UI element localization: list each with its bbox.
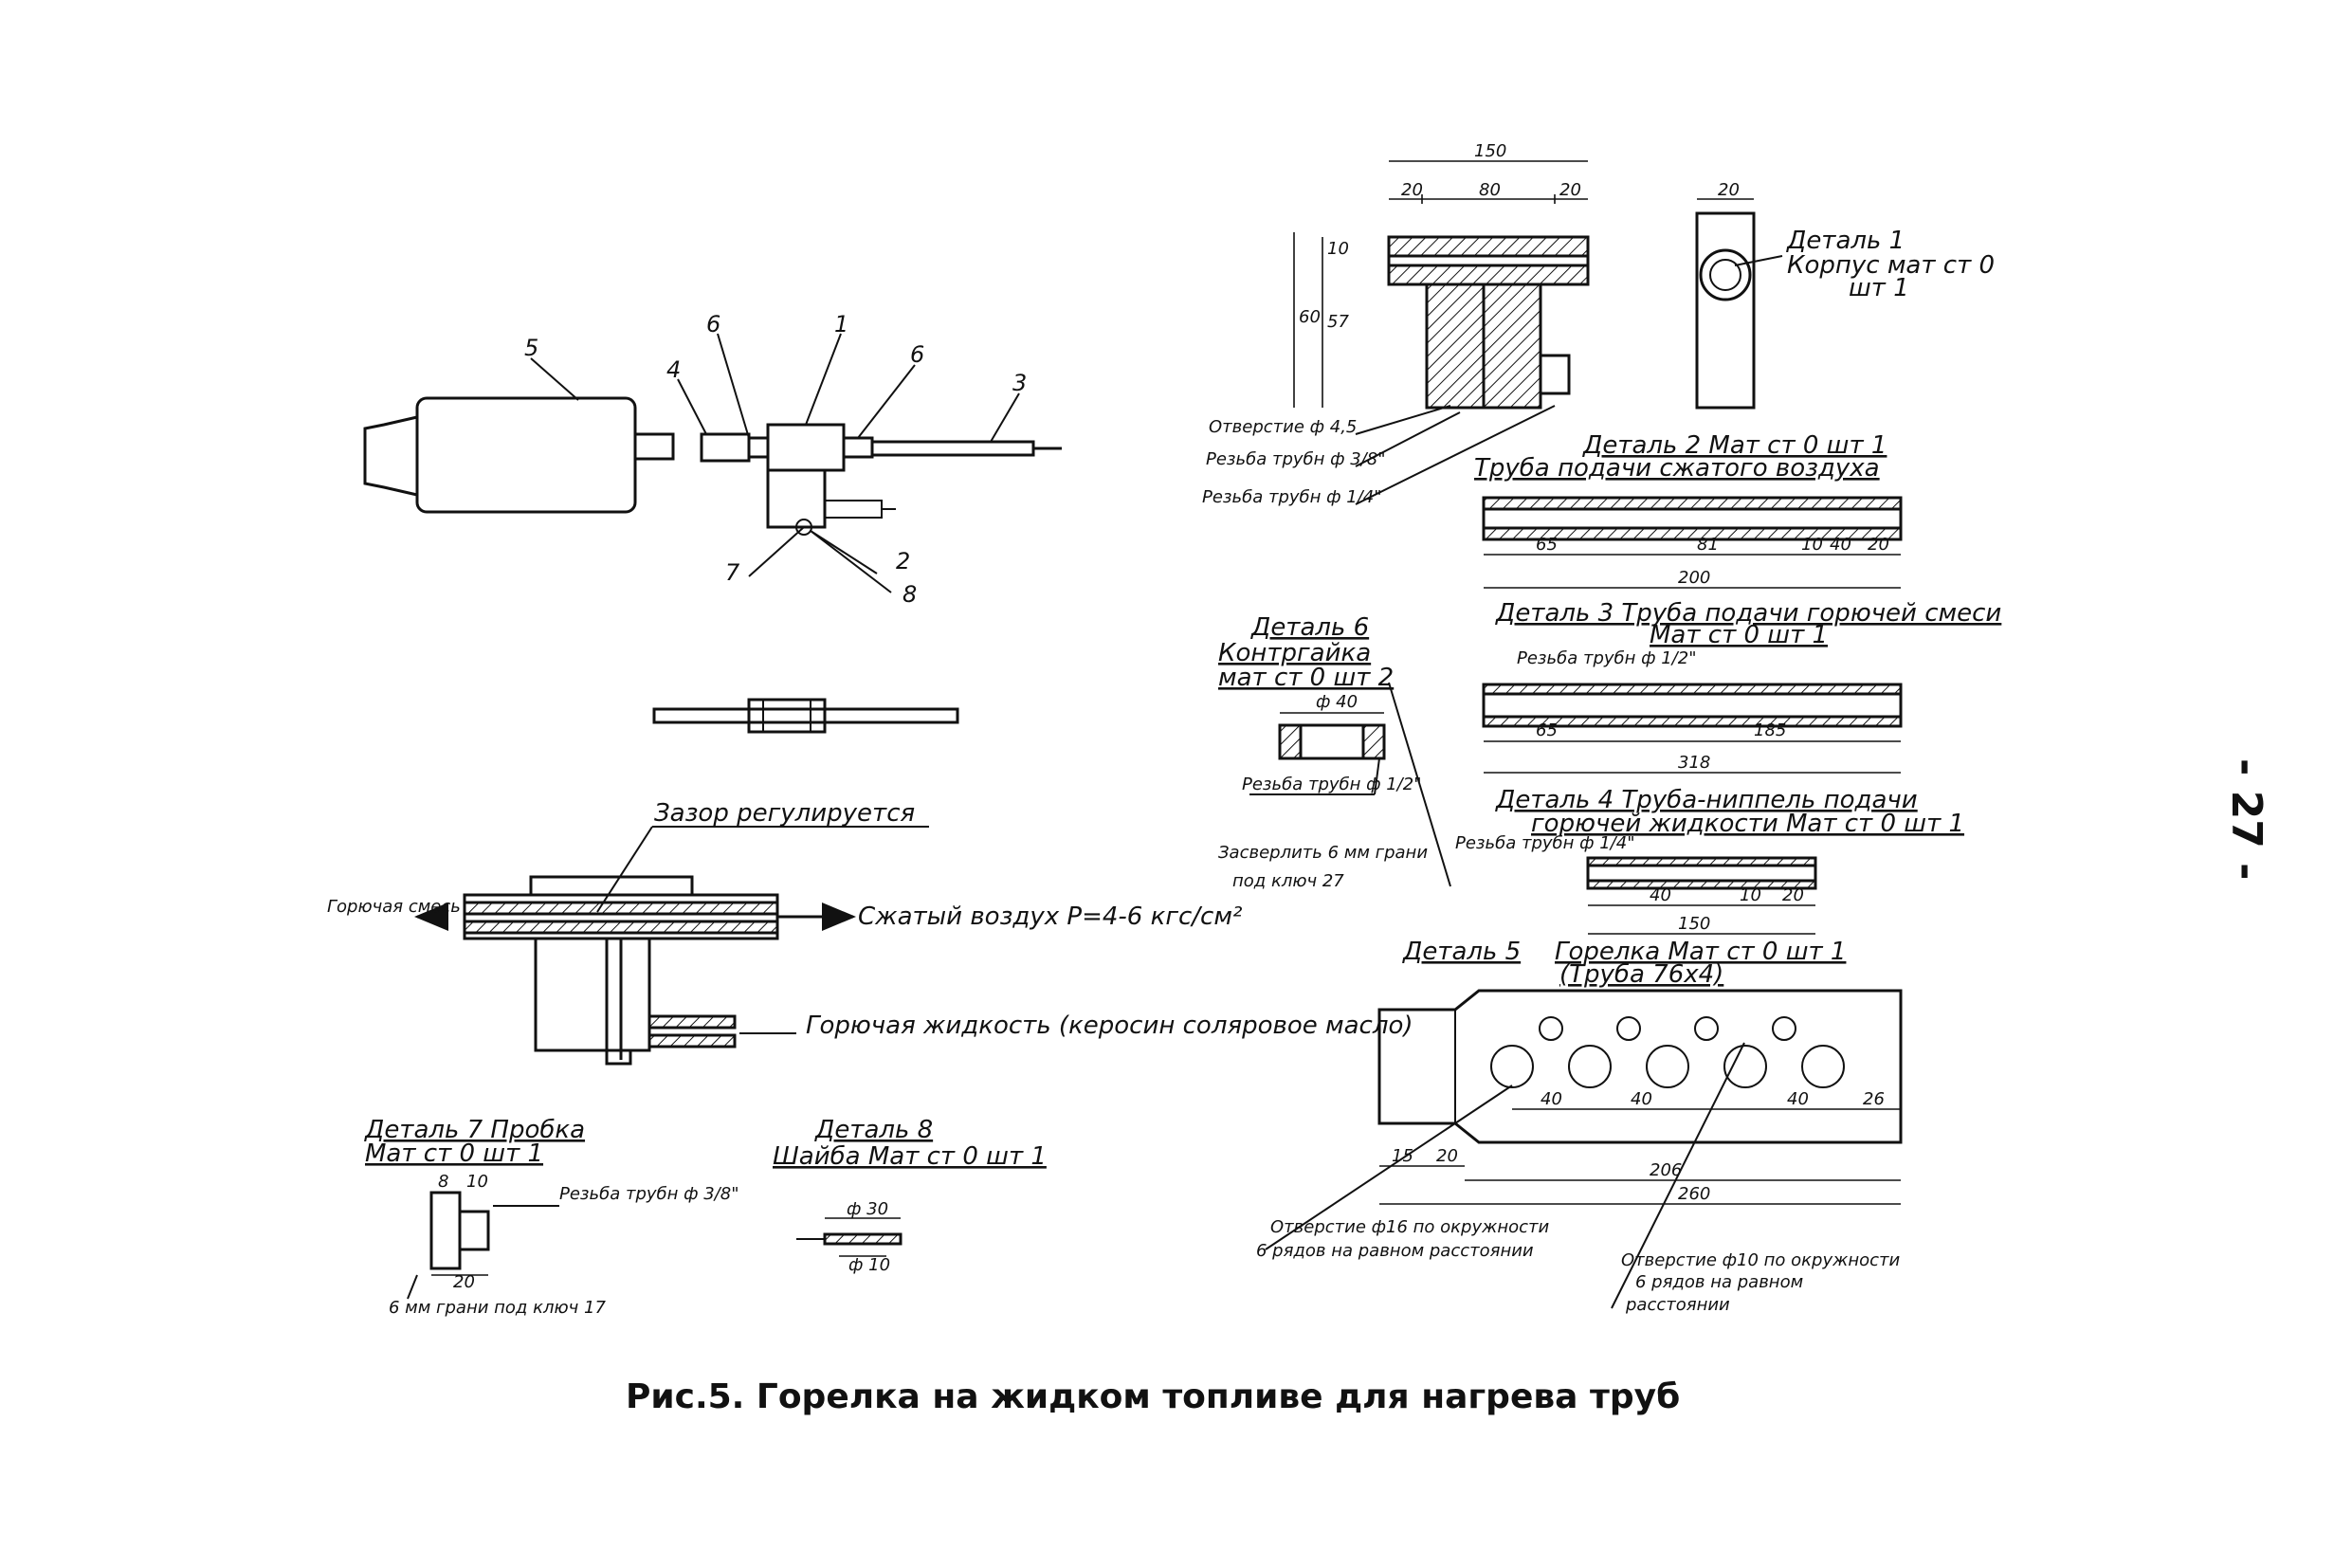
d1-dim-20c: 20 — [1718, 180, 1740, 200]
detail-8-title: Деталь 8 — [814, 1116, 933, 1144]
d1-dim-60: 60 — [1299, 307, 1321, 327]
assembly-side-view — [652, 698, 959, 734]
detail-7-subtitle: Мат ст 0 шт 1 — [365, 1140, 543, 1168]
detail-3-subtitle: Мат ст 0 шт 1 — [1650, 621, 1828, 649]
d5-dim-40b: 40 — [1631, 1089, 1652, 1109]
d2-dim-20: 20 — [1868, 535, 1889, 555]
d7-dim-20: 20 — [453, 1272, 475, 1292]
detail-6: Деталь 6 Контргайка мат ст 0 шт 2 ф 40 Р… — [1218, 613, 1451, 891]
d1-dim-20a: 20 — [1401, 180, 1423, 200]
callout-3: 3 — [1012, 370, 1027, 396]
page-number: - 27 - — [2222, 758, 2270, 880]
d1-dim-57: 57 — [1327, 312, 1349, 332]
d7-dim-10: 10 — [466, 1172, 488, 1192]
d2-dim-10: 10 — [1801, 535, 1823, 555]
callout-1: 1 — [834, 311, 848, 337]
d5-dim-20: 20 — [1436, 1146, 1458, 1166]
gap-label: Зазор регулируется — [654, 799, 915, 828]
d8-dim-10: ф 10 — [848, 1255, 890, 1275]
d1-dim-80: 80 — [1479, 180, 1501, 200]
d2-dim-40: 40 — [1830, 535, 1851, 555]
d2-dim-65: 65 — [1536, 535, 1558, 555]
d1-note-hole: Отверстие ф 4,5 — [1209, 417, 1357, 437]
d3-dim-65: 65 — [1536, 720, 1558, 740]
d3-dim-318: 318 — [1678, 753, 1710, 773]
d6-note2: Засверлить 6 мм грани — [1218, 843, 1428, 863]
detail-1-line2: Корпус мат ст 0 — [1787, 251, 1995, 280]
detail-1: 150 20 80 20 10 60 57 20 Деталь 1 Корпус… — [1202, 141, 1995, 507]
detail-1-title: Деталь 1 — [1786, 227, 1905, 255]
detail-5-title: Деталь 5 — [1402, 938, 1521, 966]
d3-note: Резьба трубн ф 1/2" — [1517, 648, 1696, 668]
figure-caption: Рис.5. Горелка на жидком топливе для наг… — [626, 1377, 1680, 1416]
detail-5-subtitle: Горелка Мат ст 0 шт 1 — [1555, 938, 1846, 966]
detail-7-title: Деталь 7 Пробка — [364, 1116, 585, 1144]
detail-5-sub2: (Труба 76x4) — [1559, 960, 1723, 989]
callout-2: 2 — [896, 548, 910, 574]
d6-dim-40: ф 40 — [1316, 692, 1358, 712]
d2-dim-81: 81 — [1697, 535, 1719, 555]
detail-6-line2: Контргайка — [1218, 639, 1371, 667]
d1-note-thread2: Резьба трубн ф 1/4" — [1202, 487, 1381, 507]
fuel-label: Горючая жидкость (керосин соляровое масл… — [806, 1012, 1413, 1040]
callout-6b: 6 — [910, 341, 924, 368]
detail-1-line3: шт 1 — [1849, 274, 1909, 302]
detail-5: Деталь 5 Горелка Мат ст 0 шт 1 (Труба 76… — [1256, 938, 1903, 1315]
mixture-label: Горючая смесь — [327, 897, 461, 917]
d1-dim-20b: 20 — [1559, 180, 1581, 200]
d7-dim-8: 8 — [438, 1172, 448, 1192]
d5-dim-40c: 40 — [1787, 1089, 1809, 1109]
d4-note: Резьба трубн ф 1/4" — [1455, 833, 1634, 853]
callout-6: 6 — [706, 311, 720, 337]
d5-note5: расстоянии — [1625, 1295, 1730, 1315]
d4-dim-20: 20 — [1782, 885, 1804, 905]
d6-note1: Резьба трубн ф 1/2" — [1242, 775, 1421, 794]
d5-note3: Отверстие ф10 по окружности — [1621, 1250, 1900, 1270]
d5-note1: Отверстие ф16 по окружности — [1270, 1217, 1549, 1237]
d4-dim-40: 40 — [1650, 885, 1671, 905]
d5-dim-40a: 40 — [1541, 1089, 1562, 1109]
d5-note4: 6 рядов на равном — [1635, 1272, 1803, 1292]
air-label: Сжатый воздух Р=4-6 кгс/см² — [858, 903, 1242, 931]
detail-6-title: Деталь 6 — [1250, 613, 1369, 642]
d3-dim-185: 185 — [1754, 720, 1786, 740]
detail-7: Деталь 7 Пробка Мат ст 0 шт 1 8 10 20 Ре… — [364, 1116, 738, 1318]
d1-dim-10: 10 — [1327, 239, 1349, 259]
assembly-view: 5 4 6 1 6 3 7 2 8 — [327, 311, 1413, 1066]
callout-8: 8 — [903, 581, 917, 608]
callout-7: 7 — [725, 559, 740, 586]
d8-dim-30: ф 30 — [847, 1199, 888, 1219]
detail-2-subtitle: Труба подачи сжатого воздуха — [1474, 454, 1880, 483]
assembly-section: Зазор регулируется Горючая смесь Сжатый … — [327, 799, 1413, 1066]
detail-6-line3: мат ст 0 шт 2 — [1218, 664, 1394, 692]
d5-dim-260: 260 — [1678, 1184, 1710, 1204]
detail-3: Деталь 3 Труба подачи горючей смеси Мат … — [1482, 599, 2001, 774]
d5-dim-26: 26 — [1863, 1089, 1885, 1109]
callout-4: 4 — [666, 356, 681, 383]
detail-2-title: Деталь 2 Мат ст 0 шт 1 — [1582, 431, 1887, 460]
d1-dim-150: 150 — [1474, 141, 1506, 161]
detail-8-subtitle: Шайба Мат ст 0 шт 1 — [773, 1142, 1047, 1171]
d4-dim-10: 10 — [1740, 885, 1761, 905]
d7-note: Резьба трубн ф 3/8" — [559, 1184, 738, 1204]
d1-note-thread1: Резьба трубн ф 3/8" — [1206, 449, 1385, 469]
detail-2: Деталь 2 Мат ст 0 шт 1 Труба подачи сжат… — [1474, 431, 1903, 589]
detail-4-subtitle: горючей жидкости Мат ст 0 шт 1 — [1531, 810, 1964, 838]
d5-dim-206: 206 — [1650, 1160, 1682, 1180]
detail-3-title: Деталь 3 Труба подачи горючей смеси — [1495, 599, 2001, 628]
d5-note2: 6 рядов на равном расстоянии — [1256, 1241, 1534, 1261]
detail-4: Деталь 4 Труба-ниппель подачи горючей жи… — [1455, 786, 1964, 935]
detail-8: Деталь 8 Шайба Мат ст 0 шт 1 ф 30 ф 10 — [773, 1116, 1047, 1275]
callout-5: 5 — [524, 335, 538, 361]
detail-4-title: Деталь 4 Труба-ниппель подачи — [1495, 786, 1918, 814]
d4-dim-150: 150 — [1678, 914, 1710, 934]
d6-note3: под ключ 27 — [1232, 871, 1344, 891]
d7-note2: 6 мм грани под ключ 17 — [389, 1298, 606, 1318]
d2-dim-200: 200 — [1678, 568, 1710, 588]
